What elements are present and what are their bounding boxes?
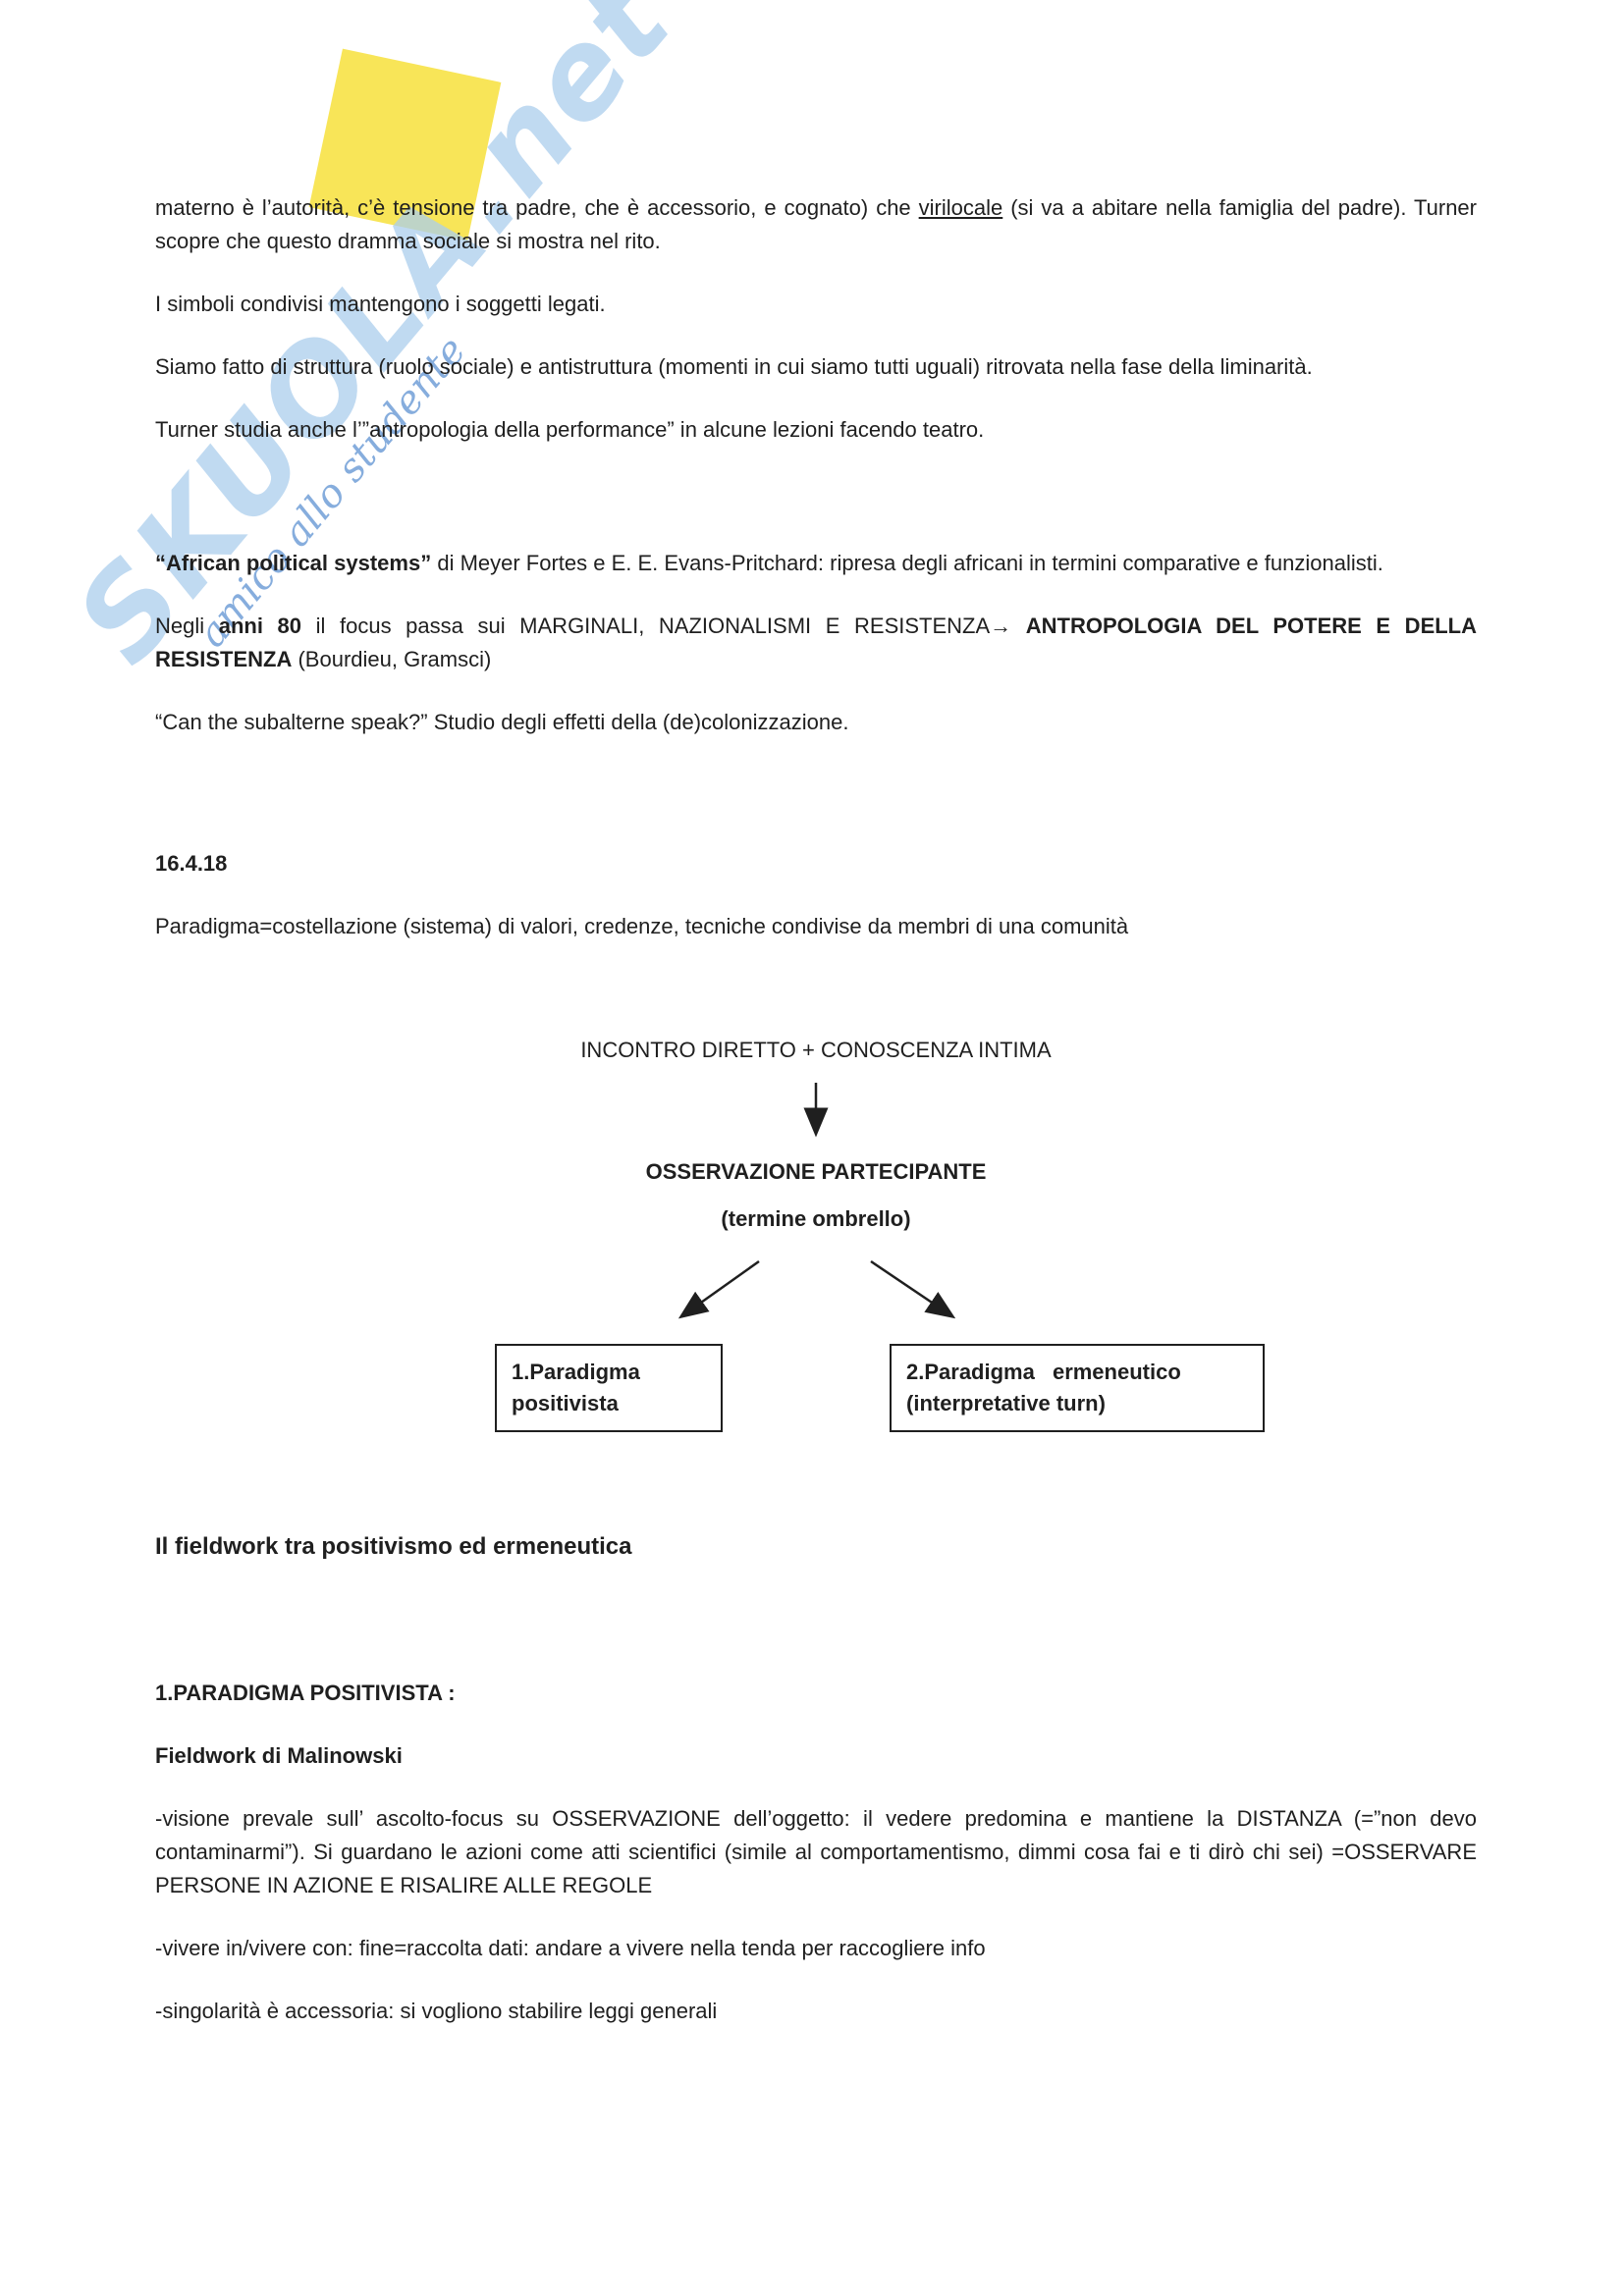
down-arrow-icon [803,1083,829,1138]
section-heading-fieldwork: Il fieldwork tra positivismo ed ermeneut… [155,1533,632,1560]
box2-line1: 2.Paradigma ermeneutico [906,1360,1181,1384]
paragraph-turner-performance: Turner studia anche l’”antropologia dell… [155,417,985,442]
spacer [155,1432,1477,1530]
paradigm-boxes-row: 1.Paradigma positivista 2.Paradigma erme… [219,1344,1541,1432]
right-diagonal-arrow [870,1259,956,1319]
paragraph-anni-80: Negli anni 80 il focus passa sui MARGINA… [155,610,1477,676]
spacer [155,769,1477,847]
paragraph-singolarita: -singolarità è accessoria: si vogliono s… [155,1999,718,2023]
diagram-top-label: INCONTRO DIRETTO + CONOSCENZA INTIMA [580,1038,1052,1062]
paragraph-african-political-systems: “African political systems” di Meyer For… [155,547,1477,580]
paragraph-simboli: I simboli condivisi mantengono i soggett… [155,292,606,316]
paragraph-paradigma-def: Paradigma=costellazione (sistema) di val… [155,914,1129,938]
bold-run: anni 80 [218,614,302,638]
spacer [155,476,1477,547]
date-heading: 16.4.18 [155,851,228,876]
box1-line1: 1.Paradigma [512,1360,640,1384]
diagonal-arrows-icon [677,1259,956,1319]
left-diagonal-arrow [677,1259,760,1319]
text-run: (Bourdieu, Gramsci) [292,647,492,671]
subheading-paradigma-positivista: 1.PARADIGMA POSITIVISTA : [155,1681,456,1705]
text-run: materno è l’autorità, c’è tensione tra p… [155,195,919,220]
bold-run: ANTROPOLOGIA DEL POTERE E DELLA RESISTEN… [155,614,1478,671]
text-run: di Meyer Fortes e E. E. Evans-Pritchard:… [431,551,1383,575]
spacer [155,973,1477,1034]
diagram-mid-label: OSSERVAZIONE PARTECIPANTE [645,1159,987,1184]
paragraph-visione: -visione prevale sull’ ascolto-focus su … [155,1806,1477,1897]
box-paradigma-ermeneutico: 2.Paradigma ermeneutico (interpretative … [890,1344,1265,1432]
text-run: Negli [155,614,219,638]
bold-run: “African political systems” [155,551,432,575]
text-run: il focus passa sui MARGINALI, NAZIONALIS… [301,614,1026,638]
box1-line2: positivista [512,1391,619,1415]
diagram-sub-label: (termine ombrello) [721,1206,911,1231]
spacer [155,1593,1477,1677]
paragraph-materno: materno è l’autorità, c’è tensione tra p… [155,191,1477,258]
box-paradigma-positivista: 1.Paradigma positivista [495,1344,723,1432]
paragraph-struttura: Siamo fatto di struttura (ruolo sociale)… [155,354,1313,379]
paragraph-subalterne: “Can the subalterne speak?” Studio degli… [155,710,849,734]
underlined-virilocale: virilocale [918,195,1003,220]
paragraph-vivere: -vivere in/vivere con: fine=raccolta dat… [155,1936,986,1960]
box2-line2: (interpretative turn) [906,1391,1106,1415]
document-content: materno è l’autorità, c’è tensione tra p… [155,191,1541,2023]
down-arrow-row [155,1081,1477,1144]
diagonal-arrows-row [155,1255,1477,1326]
subheading-fieldwork-malinowski: Fieldwork di Malinowski [155,1743,403,1768]
